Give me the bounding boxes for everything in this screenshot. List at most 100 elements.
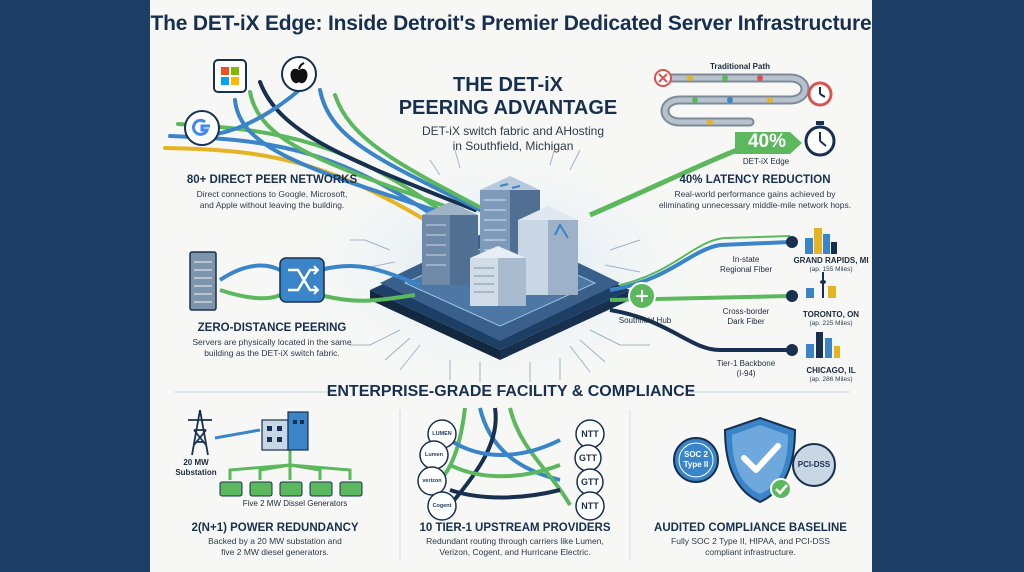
edge-label: DET-iX Edge: [742, 157, 790, 166]
carrier-lumen: Lumen: [424, 452, 444, 458]
power-desc-line2: five 2 MW diesel generators.: [221, 546, 329, 557]
zero-distance-desc: Servers are physically located in the sa…: [172, 337, 372, 358]
soc2-badge-label: SOC 2 Type II: [676, 450, 716, 470]
latency-desc-line1: Real-world performance gains achieved by: [674, 189, 836, 199]
zero-distance-heading: ZERO-DISTANCE PEERING: [197, 322, 347, 334]
server-rack-icon: [189, 251, 217, 311]
carrier-gtt-lower: GTT: [581, 477, 599, 487]
power-desc-line1: Backed by a 20 MW substation and: [208, 536, 342, 546]
compliance-desc-line2: compliant infrastructure.: [705, 546, 796, 557]
upstream-desc-line1: Redundant routing through carriers like …: [426, 536, 604, 546]
carrier-ntt-bottom: NTT: [581, 501, 599, 511]
latency-percent: 40%: [747, 131, 787, 152]
upstream-desc: Redundant routing through carriers like …: [405, 536, 625, 557]
peer-networks-desc-line1: Direct connections to Google, Microsoft,: [196, 189, 348, 199]
microsoft-icon: [213, 59, 247, 93]
pci-badge-icon: [792, 443, 836, 487]
dark-fiber-line2: Dark Fiber: [727, 317, 765, 326]
substation-line2: Substation: [175, 468, 217, 477]
infographic-artwork: [163, 56, 850, 560]
city-chicago: CHICAGO, IL: [806, 366, 856, 375]
carrier-circles-left: [417, 419, 457, 521]
city-chicago-distance: (ap. 286 Miles): [809, 376, 853, 383]
switch-fabric-icon: [279, 257, 325, 303]
server-tower-left: [422, 202, 478, 285]
infographic-page: The DET-iX Edge: Inside Detroit's Premie…: [150, 0, 872, 572]
soc2-line1: SOC 2: [683, 450, 708, 459]
advantage-subtitle-line1: DET-iX switch fabric and AHosting: [421, 124, 605, 138]
carrier-lumen-caps: LUMEN: [432, 431, 452, 437]
transmission-tower-icon: [188, 409, 212, 456]
datacenter-building-icon: [261, 411, 309, 451]
upstream-heading: 10 TIER-1 UPSTREAM PROVIDERS: [419, 522, 611, 534]
server-tower-front: [470, 246, 526, 306]
carrier-gtt-upper: GTT: [579, 453, 597, 463]
advantage-subtitle-line2: in Southfield, Michigan: [452, 139, 574, 153]
regional-fiber-label: In-state Regional Fiber: [706, 255, 786, 275]
traditional-path-close-icon: [654, 69, 672, 87]
compliance-heading: AUDITED COMPLIANCE BASELINE: [654, 522, 847, 534]
latency-desc: Real-world performance gains achieved by…: [645, 189, 865, 210]
advantage-subtitle: DET-iX switch fabric and AHosting in Sou…: [388, 124, 638, 154]
server-tower-right: [518, 206, 578, 295]
power-desc: Backed by a 20 MW substation and five 2 …: [170, 536, 380, 557]
latency-heading: 40% LATENCY REDUCTION: [679, 174, 831, 186]
google-icon: [184, 110, 220, 146]
chicago-skyline-icon: [806, 332, 840, 358]
grand-rapids-skyline-icon: [805, 228, 837, 254]
substation-label: 20 MW Substation: [172, 458, 220, 478]
advantage-heading: THE DET-iX PEERING ADVANTAGE: [378, 74, 638, 120]
city-toronto-distance: (ap. 225 Miles): [809, 320, 853, 327]
peer-networks-desc: Direct connections to Google, Microsoft,…: [172, 189, 372, 210]
chicago-node: [786, 344, 798, 356]
traditional-path-label: Traditional Path: [709, 62, 770, 71]
upstream-lines: [438, 407, 572, 507]
zero-distance-desc-line2: building as the DET-iX switch fabric.: [204, 347, 340, 358]
toronto-node: [786, 290, 798, 302]
power-heading: 2(N+1) POWER REDUNDANCY: [191, 522, 359, 534]
regional-fiber-line1: In-state: [732, 255, 760, 264]
peer-networks-desc-line2: and Apple without leaving the building.: [199, 199, 345, 210]
diesel-generators-icon: [219, 481, 363, 497]
compliance-desc: Fully SOC 2 Type II, HIPAA, and PCI-DSS …: [638, 536, 863, 557]
regional-fiber-line2: Regional Fiber: [719, 265, 773, 274]
power-lines: [214, 428, 352, 480]
southfield-hub-label: Southfield Hub: [618, 316, 672, 325]
facility-section-title: ENTERPRISE-GRADE FACILITY & COMPLIANCE: [326, 383, 696, 400]
advantage-heading-line1: THE DET-iX: [452, 74, 563, 96]
backbone-line2: (I-94): [736, 369, 756, 378]
dark-fiber-line1: Cross-border: [722, 307, 770, 316]
latency-path: [660, 73, 810, 127]
grand-rapids-node: [786, 236, 798, 248]
latency-percent-arrow: [735, 132, 802, 154]
carrier-verizon: verizon: [422, 478, 442, 484]
advantage-heading-line2: PEERING ADVANTAGE: [398, 97, 618, 119]
southfield-hub-icon: [628, 282, 656, 310]
generators-label: Five 2 MW Dissel Generators: [242, 499, 348, 508]
latency-desc-line2: eliminating unnecessary middle-mile netw…: [658, 199, 852, 210]
compliance-desc-line1: Fully SOC 2 Type II, HIPAA, and PCI-DSS: [671, 536, 830, 546]
apple-icon: [281, 56, 317, 92]
substation-line1: 20 MW: [183, 458, 209, 467]
backbone-label: Tier-1 Backbone (I-94): [706, 359, 786, 379]
carrier-ntt-top: NTT: [581, 429, 599, 439]
city-grand-rapids-distance: (ap. 155 Miles): [809, 266, 853, 273]
backbone-line1: Tier-1 Backbone: [716, 359, 776, 368]
zero-distance-lines: [218, 263, 421, 303]
slow-clock-icon: [807, 81, 833, 107]
soc2-badge-icon: [673, 437, 719, 483]
peer-networks-heading: 80+ DIRECT PEER NETWORKS: [186, 174, 358, 186]
page-title: The DET-iX Edge: Inside Detroit's Premie…: [150, 12, 872, 35]
pci-badge-label: PCI-DSS: [797, 460, 831, 469]
city-toronto: TORONTO, ON: [802, 310, 860, 319]
soc2-line2: Type II: [683, 460, 709, 469]
upstream-desc-line2: Verizon, Cogent, and Hurricane Electric.: [439, 546, 591, 557]
city-grand-rapids: GRAND RAPIDS, MI: [793, 256, 869, 265]
carrier-cogent: Cogent: [432, 503, 452, 509]
green-check-icon: [770, 478, 792, 500]
fast-stopwatch-icon: [804, 121, 836, 157]
toronto-skyline-icon: [806, 272, 836, 298]
dark-fiber-label: Cross-border Dark Fiber: [706, 307, 786, 327]
zero-distance-desc-line1: Servers are physically located in the sa…: [192, 337, 352, 347]
carrier-circles-right: [574, 419, 605, 521]
